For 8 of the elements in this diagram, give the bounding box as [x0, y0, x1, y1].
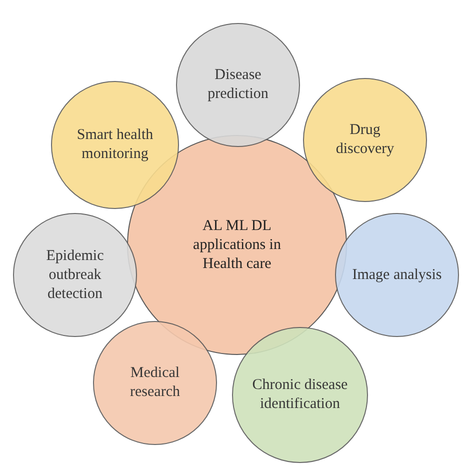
- node-text: Image analysis: [352, 266, 442, 284]
- node-text: Chronic disease identification: [251, 376, 349, 414]
- node-text: Drug discovery: [334, 121, 396, 159]
- node-text: Epidemic outbreak detection: [45, 246, 105, 304]
- node-text: AL ML DL applications in Health care: [192, 216, 282, 274]
- node-text: Disease prediction: [206, 66, 270, 104]
- node-text: Smart health monitoring: [76, 126, 154, 164]
- node-text: Medical research: [129, 364, 181, 402]
